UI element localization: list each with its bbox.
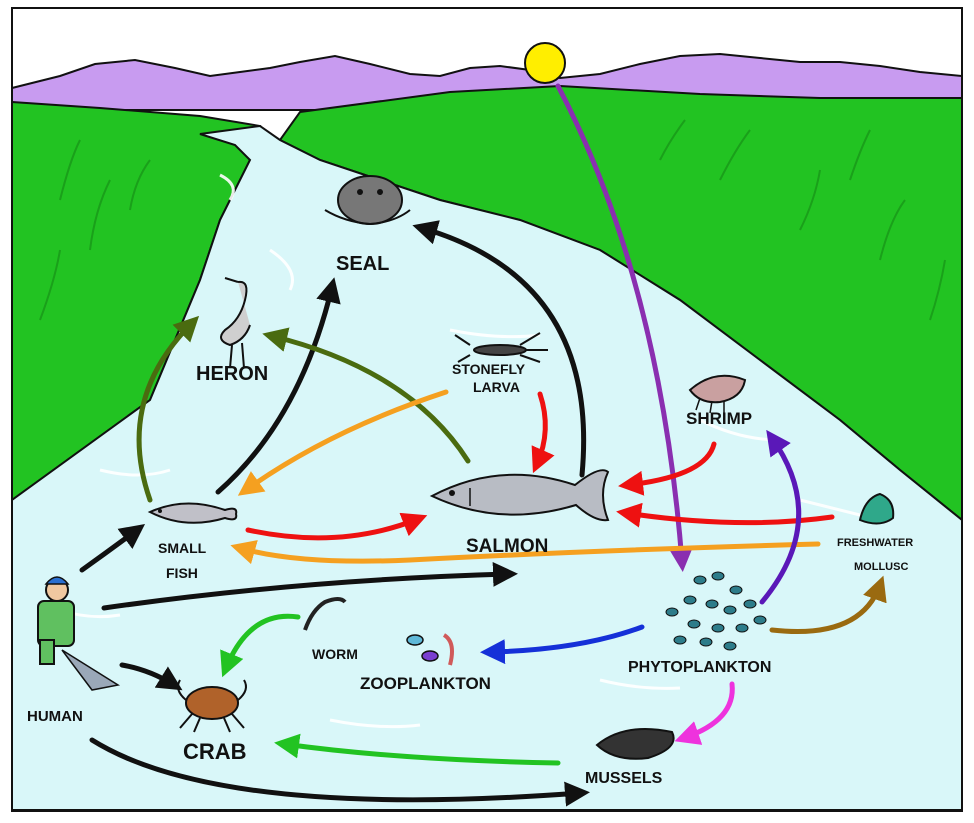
phytoplankton-label: PHYTOPLANKTON <box>628 659 771 676</box>
arrows <box>79 83 887 807</box>
salmon-icon <box>429 469 610 522</box>
seal-label: SEAL <box>336 253 389 275</box>
water-ripples <box>59 173 881 729</box>
arrow-smallfish-to-salmon <box>245 512 428 541</box>
worm-icon <box>303 597 347 631</box>
salmon-label: SALMON <box>466 536 548 557</box>
crab-label: CRAB <box>183 739 247 764</box>
arrow-stonefly-to-salmon <box>531 391 555 474</box>
crab-icon <box>177 679 247 733</box>
zooplankton-label: ZOOPLANKTON <box>360 674 491 693</box>
mussels-label: MUSSELS <box>585 770 663 787</box>
stonefly-larva-icon <box>454 332 548 363</box>
worm-label: WORM <box>312 646 358 662</box>
arrow-mollusc-to-salmon <box>616 502 835 528</box>
arrow-salmon-to-heron <box>262 327 471 464</box>
arrow-human-to-smallfish <box>79 524 146 573</box>
sun-icon <box>524 42 566 84</box>
human-icon <box>37 576 121 691</box>
small-fish-label-line2: FISH <box>166 565 198 581</box>
heron-icon <box>220 277 251 369</box>
arrow-salmon-to-seal <box>412 220 587 478</box>
grass-blades <box>39 119 946 321</box>
arrow-phytoplankton-to-mussels <box>674 681 735 745</box>
small-fish-label-line1: SMALL <box>158 540 207 556</box>
arrow-phytoplankton-to-shrimp <box>759 429 802 605</box>
arrow-mollusc-to-smallfish <box>230 540 821 565</box>
arrow-phytoplankton-to-zooplankton <box>480 624 645 665</box>
human-label: HUMAN <box>27 708 83 725</box>
arrow-human-to-crab <box>119 662 183 691</box>
arrow-stonefly-to-smallfish <box>237 389 449 496</box>
mollusc-label-line2: MOLLUSC <box>854 561 908 573</box>
shrimp-label: SHRIMP <box>686 409 752 428</box>
arrow-sun-to-phytoplankton <box>555 83 694 572</box>
arrow-phytoplankton-to-mollusc <box>769 575 887 635</box>
arrow-human-to-mussels <box>89 737 590 807</box>
river <box>11 124 963 811</box>
stonefly-label-line2: LARVA <box>473 379 520 395</box>
mussels-icon <box>595 727 675 760</box>
labels: SEAL HERON STONEFLY LARVA SHRIMP SMALL F… <box>27 253 913 787</box>
small-fish-icon <box>147 502 238 524</box>
arrow-shrimp-to-salmon <box>618 441 717 496</box>
arrow-human-to-salmon <box>101 561 518 611</box>
heron-label: HERON <box>196 363 268 385</box>
stonefly-label-line1: STONEFLY <box>452 361 526 377</box>
zooplankton-icon <box>406 633 454 666</box>
mollusc-label-line1: FRESHWATER <box>837 537 913 549</box>
phytoplankton-icon <box>665 571 767 651</box>
arrow-mussels-to-crab <box>274 733 561 766</box>
seal-icon <box>324 175 411 226</box>
arrow-smallfish-to-heron <box>136 315 200 503</box>
arrow-worm-to-crab <box>220 613 301 678</box>
freshwater-mollusc-icon <box>858 492 895 525</box>
arrow-smallfish-to-seal <box>215 277 341 495</box>
frame-border <box>11 7 963 812</box>
shrimp-icon <box>688 374 747 414</box>
